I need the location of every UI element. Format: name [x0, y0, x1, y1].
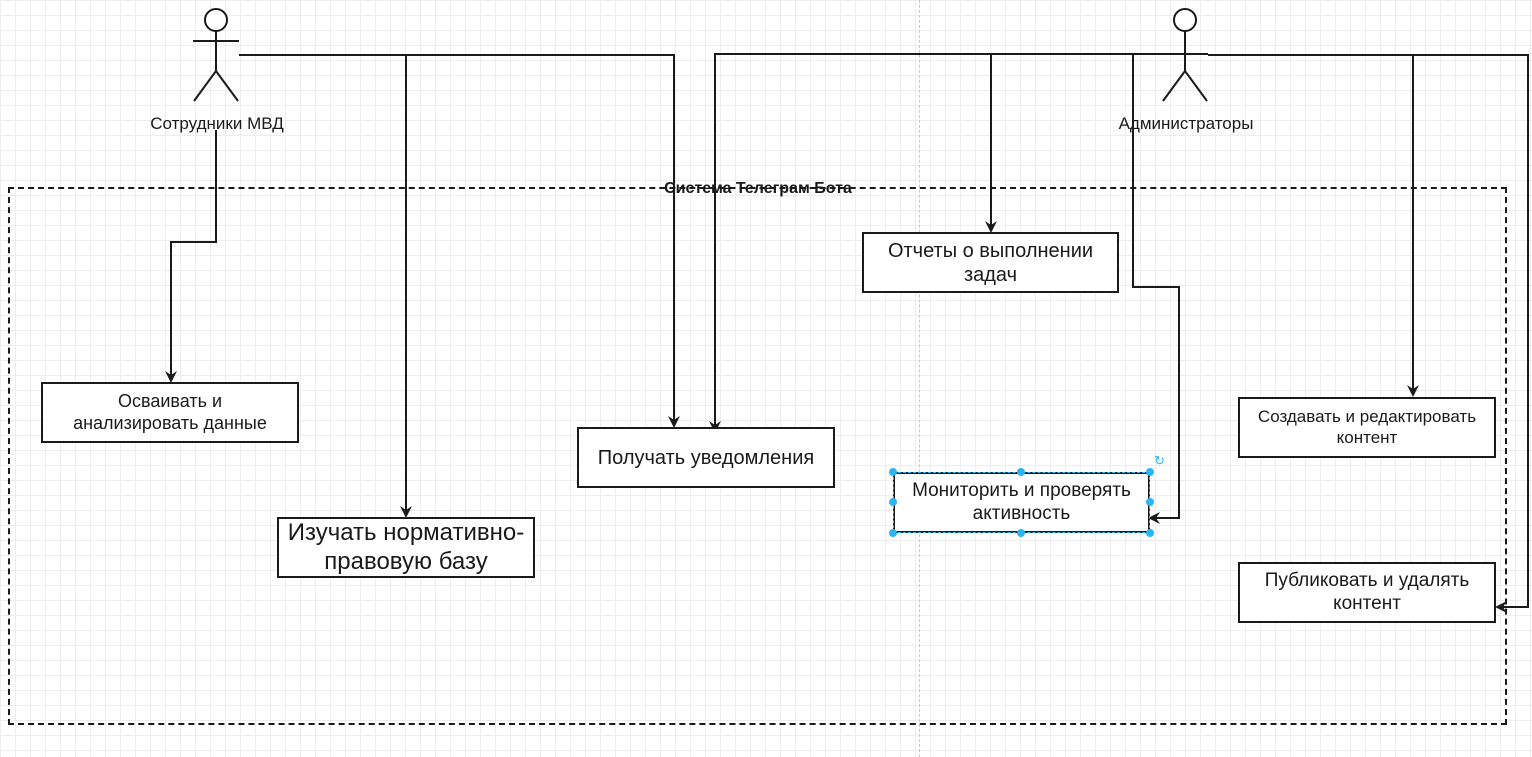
edge-admins-monitor — [1132, 54, 1180, 524]
usecase-study-legal-base[interactable]: Изучать нормативно-правовую базу — [277, 517, 535, 578]
edge-admins-publish — [1413, 54, 1529, 613]
resize-handle-nw[interactable] — [889, 468, 897, 476]
usecase-task-reports[interactable]: Отчеты о выполнении задач — [862, 232, 1119, 293]
resize-handle-se[interactable] — [1146, 529, 1154, 537]
resize-handle-w[interactable] — [889, 498, 897, 506]
rotate-handle-icon[interactable]: ↻ — [1154, 453, 1165, 468]
resize-handle-s[interactable] — [1017, 529, 1025, 537]
actor-admins-figure[interactable] — [1162, 8, 1208, 102]
usecase-publish-delete-content-label: Публиковать и удалять контент — [1264, 569, 1470, 614]
resize-handle-n[interactable] — [1017, 468, 1025, 476]
usecase-receive-notifications[interactable]: Получать уведомления — [577, 427, 835, 488]
usecase-study-legal-base-label: Изучать нормативно-правовую базу — [287, 518, 525, 575]
usecase-analyze-data[interactable]: Осваивать и анализировать данные — [41, 382, 299, 443]
actor-employees-figure[interactable] — [193, 8, 239, 102]
usecase-publish-delete-content[interactable]: Публиковать и удалять контент — [1238, 562, 1496, 623]
usecase-receive-notifications-label: Получать уведомления — [597, 446, 815, 469]
system-boundary-title: Система Телеграм Бота — [664, 180, 852, 197]
usecase-analyze-data-label: Осваивать и анализировать данные — [73, 390, 267, 433]
edge-admins-notifications — [709, 53, 1162, 433]
resize-handle-sw[interactable] — [889, 529, 897, 537]
actor-admins-label: Администраторы — [1118, 114, 1254, 133]
system-boundary[interactable] — [8, 187, 1507, 725]
usecase-task-reports-label: Отчеты о выполнении задач — [887, 239, 1094, 286]
usecase-monitor-activity[interactable]: Мониторить и проверять активность — [893, 472, 1150, 533]
resize-handle-e[interactable] — [1146, 498, 1154, 506]
edge-admins-create — [1208, 54, 1419, 397]
usecase-create-edit-content[interactable]: Создавать и редактировать контент — [1238, 397, 1496, 458]
actor-employees-label: Сотрудники МВД — [150, 114, 284, 133]
resize-handle-ne[interactable] — [1146, 468, 1154, 476]
edge-employees-analyze — [165, 130, 217, 383]
canvas-page-divider — [919, 0, 920, 757]
edge-employees-notifications — [406, 54, 680, 428]
usecase-create-edit-content-label: Создавать и редактировать контент — [1257, 407, 1477, 447]
usecase-monitor-activity-label: Мониторить и проверять активность — [912, 479, 1131, 524]
